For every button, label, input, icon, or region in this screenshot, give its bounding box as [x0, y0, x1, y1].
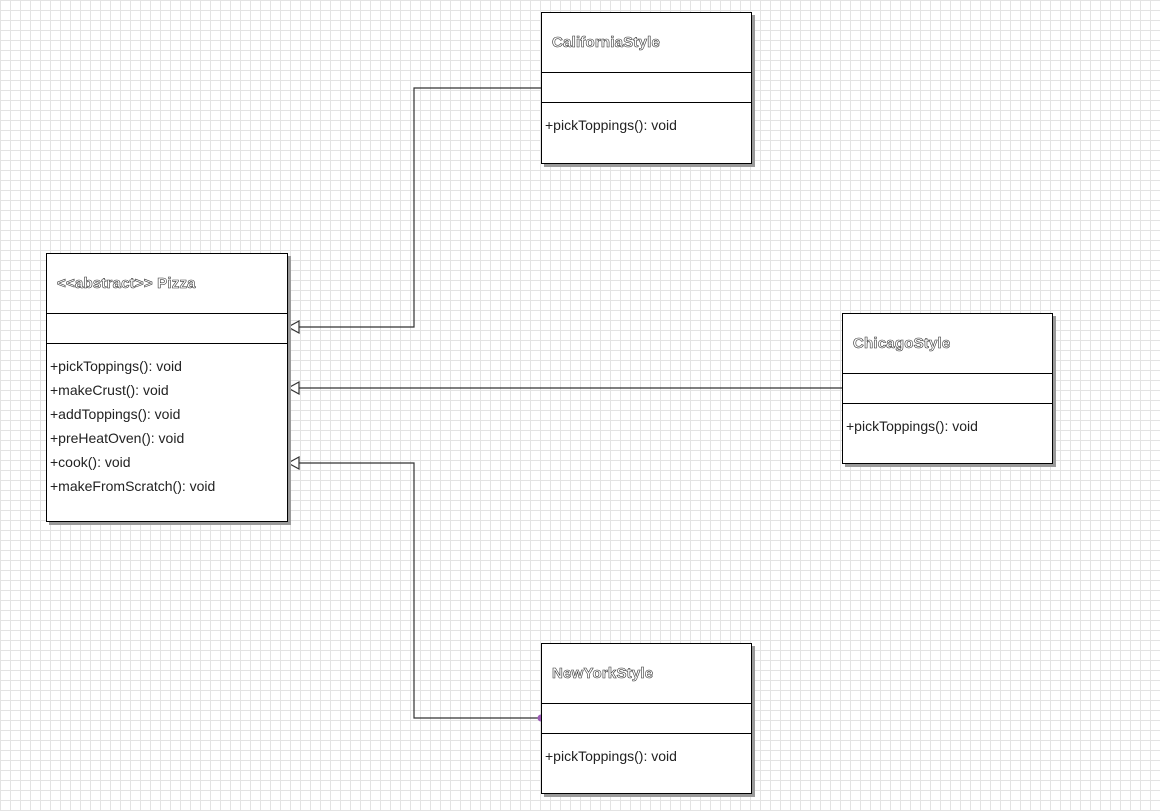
operation: +makeCrust(): void [50, 382, 169, 398]
operation: +pickToppings(): void [545, 748, 677, 764]
operation: +pickToppings(): void [846, 418, 978, 434]
attributes-compartment [542, 704, 751, 734]
newyork-generalization-arrowhead [286, 455, 300, 471]
operations-compartment: +pickToppings(): void [843, 404, 1052, 438]
chicago-generalization-arrowhead [286, 380, 300, 396]
operations-compartment: +pickToppings(): void [542, 103, 751, 137]
operation: +preHeatOven(): void [50, 430, 185, 446]
operation: +cook(): void [50, 454, 131, 470]
class-california-style[interactable]: CaliforniaStyle +pickToppings(): void [541, 12, 752, 164]
california-generalization-arrowhead [286, 319, 300, 335]
operations-compartment: +pickToppings(): void +makeCrust(): void… [47, 344, 287, 498]
operation: +addToppings(): void [50, 406, 181, 422]
newyork-generalization-line[interactable] [298, 462, 541, 719]
attributes-compartment [47, 314, 287, 344]
california-generalization-line[interactable] [298, 87, 541, 328]
class-name: NewYorkStyle [542, 644, 751, 704]
class-name: CaliforniaStyle [542, 13, 751, 73]
operations-compartment: +pickToppings(): void [542, 734, 751, 768]
operation: +pickToppings(): void [545, 117, 677, 133]
operation: +makeFromScratch(): void [50, 478, 216, 494]
class-newyork-style[interactable]: NewYorkStyle +pickToppings(): void [541, 643, 752, 794]
class-name: ChicagoStyle [843, 314, 1052, 374]
attributes-compartment [843, 374, 1052, 404]
attributes-compartment [542, 73, 751, 103]
class-name: <<abstract>> Pizza [47, 254, 287, 314]
class-pizza[interactable]: <<abstract>> Pizza +pickToppings(): void… [46, 253, 288, 522]
operation: +pickToppings(): void [50, 358, 182, 374]
class-chicago-style[interactable]: ChicagoStyle +pickToppings(): void [842, 313, 1053, 464]
